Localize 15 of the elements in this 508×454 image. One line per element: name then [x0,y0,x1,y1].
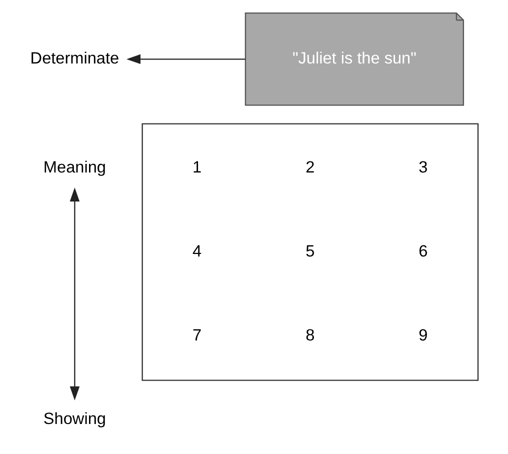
node-text: 4 [192,242,202,260]
node-text: 6 [418,242,428,260]
node-text: 5 [305,242,314,260]
node-text: 2 [305,158,314,176]
node-text: 3 [418,158,428,176]
node-text: Meaning [42,158,106,176]
cluster [141,123,478,381]
node-text: 1 [192,158,202,176]
node-text: 7 [192,326,202,344]
node-text: 9 [418,326,428,344]
arrow [126,54,245,64]
node-text: Showing [42,410,106,428]
node-text: 8 [305,326,314,344]
node-text: Determinate [30,49,119,68]
arrow [69,188,80,400]
